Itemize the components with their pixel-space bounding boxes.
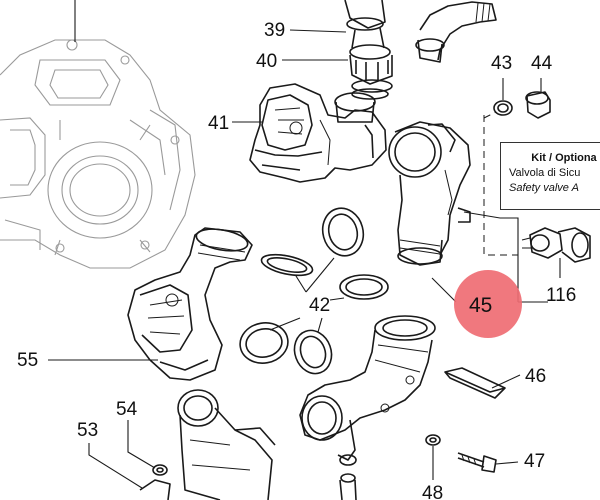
washer-43 xyxy=(493,100,513,116)
label-53: 53 xyxy=(77,420,99,441)
bottom-elbow xyxy=(139,389,357,500)
elbow-55 xyxy=(127,227,253,381)
label-116: 116 xyxy=(546,285,577,306)
highlight-circle-45 xyxy=(454,270,522,338)
leader-lines xyxy=(48,0,561,489)
manifold-41 xyxy=(249,83,387,183)
label-45: 45 xyxy=(469,294,493,317)
label-41: 41 xyxy=(208,113,230,134)
top-fitting-39 xyxy=(344,0,393,100)
safety-valve-116 xyxy=(521,227,591,263)
kit-optional-box: Kit / Optiona Valvola di Sicu Safety val… xyxy=(500,142,600,210)
lower-manifold xyxy=(299,315,436,461)
bracket-46 xyxy=(444,367,506,399)
kit-line-italian: Valvola di Sicu xyxy=(509,167,581,179)
label-42: 42 xyxy=(309,295,331,316)
top-elbow-hose xyxy=(415,1,497,63)
label-40: 40 xyxy=(256,51,278,72)
label-48: 48 xyxy=(422,483,444,500)
cap-44 xyxy=(525,91,551,119)
label-47: 47 xyxy=(524,451,546,472)
label-43: 43 xyxy=(491,53,513,74)
label-55: 55 xyxy=(17,350,39,371)
o-rings-42 xyxy=(239,207,389,375)
label-46: 46 xyxy=(525,366,547,387)
pump-head-ghost xyxy=(0,39,196,269)
bolt-47 xyxy=(457,452,497,473)
label-39: 39 xyxy=(264,20,286,41)
elbow-45 xyxy=(388,121,471,266)
washer-48 xyxy=(425,434,441,446)
label-44: 44 xyxy=(531,53,553,74)
label-54: 54 xyxy=(116,399,138,420)
kit-line-english: Safety valve A xyxy=(509,182,579,194)
kit-title: Kit / Optiona xyxy=(531,152,597,164)
